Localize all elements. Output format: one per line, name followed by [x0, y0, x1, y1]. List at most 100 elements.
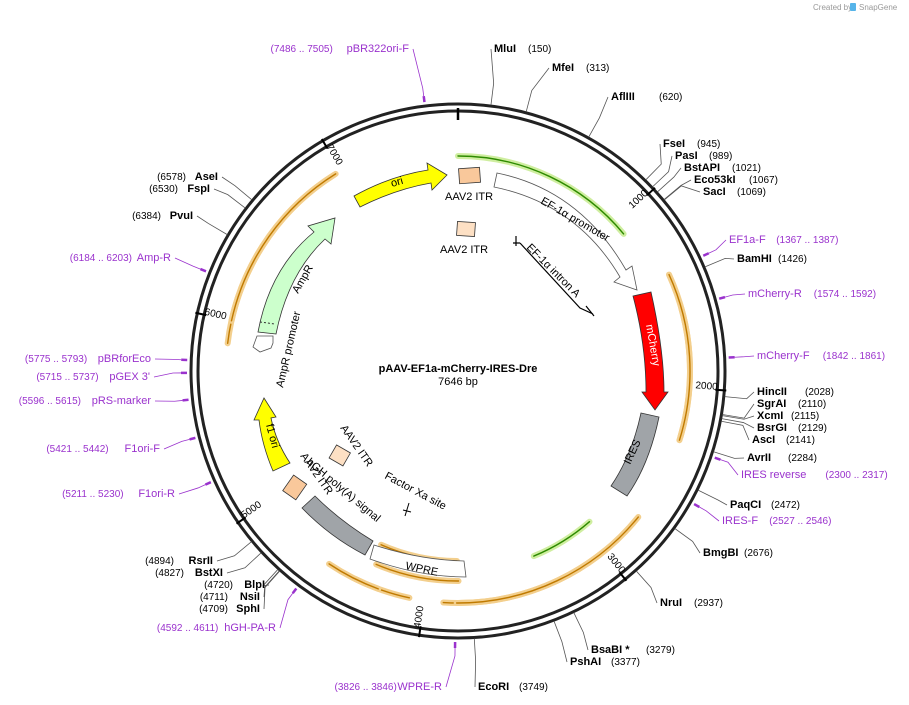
primer-name[interactable]: pBRforEco: [98, 353, 151, 365]
site-position: (4709): [199, 604, 228, 615]
orf-line-3: [375, 563, 460, 582]
wpre-feature[interactable]: [369, 544, 467, 578]
orf-highlight: [326, 560, 382, 592]
primer-leader: [154, 400, 183, 402]
site-name[interactable]: FspI: [187, 183, 210, 195]
orf-line: [328, 563, 379, 590]
site-position: (6578): [157, 172, 186, 183]
site-name[interactable]: BsrGI: [757, 422, 787, 434]
site-name[interactable]: XcmI: [757, 410, 783, 422]
ampr-promoter-feature[interactable]: [252, 335, 274, 353]
site-name[interactable]: MluI: [494, 43, 516, 55]
site-position: (2937): [694, 598, 723, 609]
primer-name[interactable]: mCherry-R: [748, 288, 802, 300]
site-name[interactable]: BstXI: [195, 567, 223, 579]
aav2-itr-box-4[interactable]: [282, 474, 308, 501]
site-name[interactable]: Eco53kI: [694, 174, 736, 186]
primer-name[interactable]: Amp-R: [137, 252, 171, 264]
primer-name[interactable]: pGEX 3': [109, 371, 150, 383]
tick-label: 7000: [324, 143, 345, 168]
primer-leader: [445, 647, 456, 688]
f1-ori-feature[interactable]: [253, 397, 291, 472]
site-name[interactable]: SgrAI: [757, 398, 786, 410]
site-name[interactable]: BmgBI: [703, 547, 738, 559]
primer-leader: [178, 484, 206, 495]
site-leader: [213, 188, 246, 209]
site-name[interactable]: AvrII: [747, 452, 771, 464]
ires-feature[interactable]: [610, 412, 660, 497]
site-name[interactable]: AscI: [752, 434, 775, 446]
site-position: (2028): [805, 387, 834, 398]
site-name[interactable]: PvuI: [170, 210, 193, 222]
primer-name[interactable]: IRES-F: [722, 515, 758, 527]
site-name[interactable]: SacI: [703, 186, 726, 198]
site-leader: [490, 48, 495, 106]
site-position: (4720): [204, 580, 233, 591]
hgh-polya-feature[interactable]: [301, 495, 374, 556]
site-name[interactable]: HincII: [757, 386, 787, 398]
site-name[interactable]: EcoRI: [478, 681, 509, 693]
primer-range: (5775 .. 5793): [25, 354, 87, 365]
site-name[interactable]: BsaBI *: [591, 644, 630, 656]
site-name[interactable]: FseI: [663, 138, 685, 150]
snapgene-watermark: Created by SnapGene: [813, 3, 898, 12]
tick-label: 6000: [203, 307, 228, 323]
primer-range: (6184 .. 6203): [70, 253, 132, 264]
primer-mark: [189, 436, 196, 441]
site-name[interactable]: NruI: [660, 597, 682, 609]
primer-range: (2527 .. 2546): [769, 516, 831, 527]
restriction-sites: MluI(150)MfeI(313)AflIII(620)FseI(945)Pa…: [132, 43, 834, 693]
primer-leader: [734, 355, 755, 358]
site-leader: [721, 418, 755, 429]
site-name[interactable]: PshAI: [570, 656, 601, 668]
site-name[interactable]: PasI: [675, 150, 698, 162]
mcherry-orf-line: [668, 273, 691, 441]
primer-leader: [154, 358, 182, 361]
aav2-itr-box-2[interactable]: [456, 220, 476, 238]
primer-mark: [702, 252, 710, 257]
snapgene-logo-icon: [850, 3, 856, 11]
site-leader: [263, 570, 280, 598]
site-name[interactable]: MfeI: [552, 62, 574, 74]
site-leader: [704, 257, 735, 268]
primer-name[interactable]: IRES reverse: [741, 469, 806, 481]
site-name[interactable]: BstAPI: [684, 162, 720, 174]
primer-name[interactable]: hGH-PA-R: [224, 622, 276, 634]
ef1a-intron-feature[interactable]: [513, 236, 595, 317]
site-name[interactable]: AseI: [195, 171, 218, 183]
site-leader: [525, 67, 550, 112]
site-position: (945): [697, 139, 720, 150]
mcherry-feature[interactable]: [632, 291, 669, 411]
site-position: (3377): [611, 657, 640, 668]
site-name[interactable]: NsiI: [240, 591, 260, 603]
site-leader: [226, 552, 262, 574]
ef1a-promoter-feature[interactable]: [493, 172, 638, 291]
site-name[interactable]: AflIII: [611, 91, 635, 103]
site-name[interactable]: PaqCI: [730, 499, 761, 511]
tick-mark: [235, 516, 247, 525]
ori-feature[interactable]: [353, 162, 448, 208]
site-name[interactable]: RsrII: [189, 555, 213, 567]
aav2-itr-box-3[interactable]: [328, 444, 351, 467]
ampr-feature[interactable]: [257, 217, 336, 335]
primer-name[interactable]: WPRE-R: [397, 681, 442, 693]
site-leader: [721, 420, 750, 441]
site-name[interactable]: SphI: [236, 603, 260, 615]
primer-name[interactable]: mCherry-F: [757, 350, 810, 362]
aav2-itr-box-1[interactable]: [458, 166, 481, 185]
primer-name[interactable]: F1ori-F: [125, 443, 161, 455]
site-name[interactable]: BamHI: [737, 253, 772, 265]
site-leader: [262, 569, 279, 587]
tick-mark: [320, 138, 329, 150]
site-name[interactable]: BlpI: [244, 579, 265, 591]
site-position: (3749): [519, 682, 548, 693]
primer-leader: [412, 48, 425, 97]
aav2-itr-label-2: AAV2 ITR: [440, 244, 488, 256]
primer-name[interactable]: EF1a-F: [729, 234, 766, 246]
primer-name[interactable]: pBR322ori-F: [347, 43, 410, 55]
primer-name[interactable]: F1ori-R: [138, 488, 175, 500]
factor-xa-feature[interactable]: [402, 502, 412, 517]
site-position: (1069): [737, 187, 766, 198]
primer-name[interactable]: pRS-marker: [92, 395, 152, 407]
aav2-itr-label-1: AAV2 ITR: [445, 191, 493, 203]
